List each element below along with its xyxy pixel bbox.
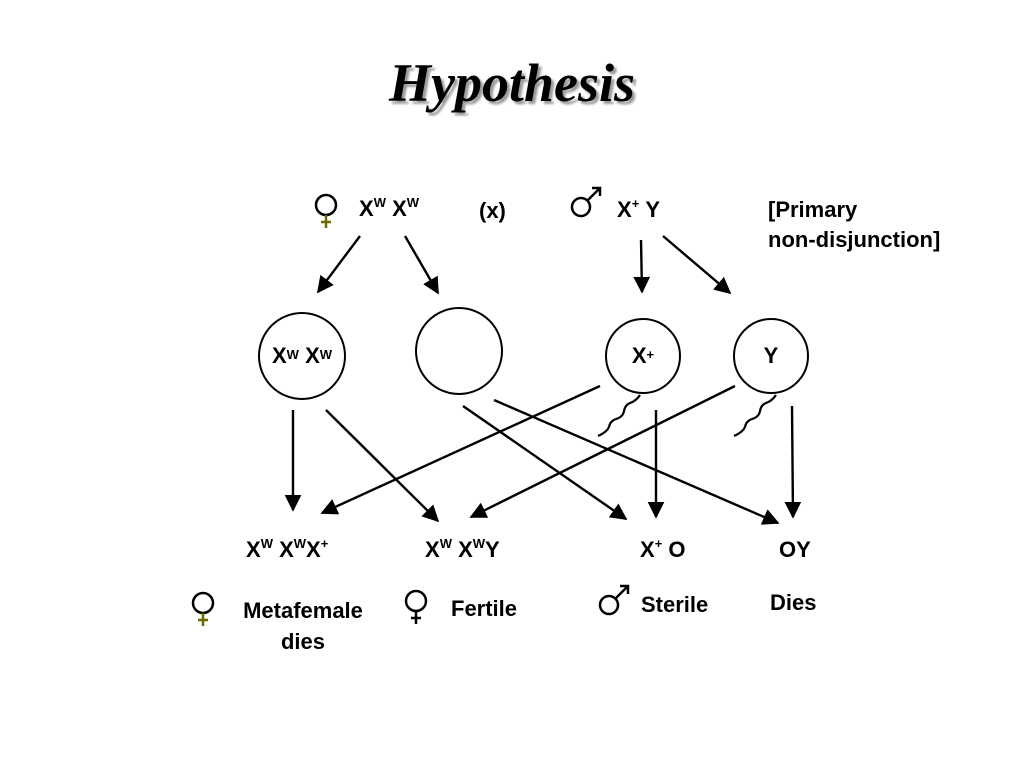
sperm-icon [597,394,777,438]
male-parent-genotype: X+ Y [617,196,661,222]
female-symbol-icon [404,589,428,624]
arrow-g4-to-o2 [469,384,736,519]
offspring-label-dies: Dies [770,590,817,615]
female-symbol-icon [314,193,338,228]
offspring-label-metafemale-dies: dies [280,629,326,654]
arrow-g3-to-o1 [320,384,601,515]
gamete-egg-empty [415,307,503,395]
arrow-male-to-g4 [662,235,732,295]
arrow-male-to-g3 [633,239,651,294]
gamete-sperm-xplus: X+ [605,318,681,394]
cross-symbol: (x) [479,198,506,223]
arrow-g2-to-o4 [493,398,780,525]
arrow-female-to-g1 [316,235,361,294]
gamete-sperm-y: Y [733,318,809,394]
note-line-2: non-disjunction] [768,227,941,252]
offspring-genotype-metafemale: XW XWX+ [246,536,329,562]
offspring-genotype-dies: OY [779,537,811,562]
arrow-g1-to-o2 [325,409,440,523]
female-symbol-icon [191,591,215,626]
arrow-female-to-g2 [403,235,440,295]
offspring-genotype-fertile: XW XWY [425,536,500,562]
male-symbol-icon [598,584,630,616]
arrow-g4-to-o4 [784,405,802,519]
page-title: Hypothesis [388,53,635,113]
male-symbol-icon [570,186,602,218]
offspring-genotype-sterile: X+ O [640,536,686,562]
offspring-label-sterile: Sterile [641,592,709,617]
arrow-g2-to-o3 [462,405,628,520]
offspring-label-metafemale: Metafemale [243,598,363,623]
note-line-1: [Primary [768,197,858,222]
female-parent-genotype: XW XW [359,195,420,221]
offspring-label-fertile: Fertile [451,596,518,621]
